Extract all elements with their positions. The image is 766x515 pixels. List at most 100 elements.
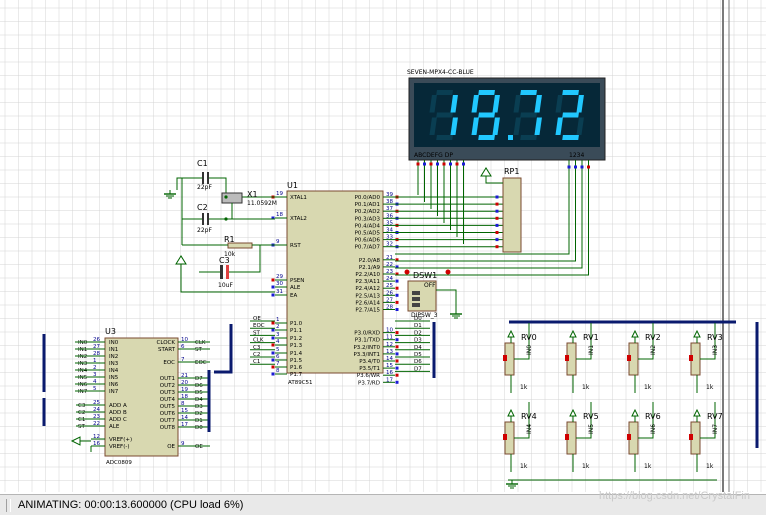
mcu-pin-state [271, 351, 275, 355]
adc-pin-number: 17 [181, 422, 188, 428]
segment-c [534, 117, 542, 135]
segment-c [450, 117, 458, 135]
mcu-body [286, 190, 384, 374]
mcu-pin-name: PSEN [290, 278, 304, 284]
adc-addr-net-label: ST [78, 424, 85, 430]
adc-pin-number: 14 [181, 415, 188, 421]
adc-in-net-label: IN6 [78, 382, 88, 388]
adc-pin-number: 9 [181, 441, 185, 447]
mcu-pin-name: XTAL2 [290, 216, 307, 222]
pot-wiper-wire [638, 323, 654, 360]
mcu-pin-name: P2.4/A12 [355, 286, 380, 292]
resistor-body [227, 242, 253, 249]
display-pin-state [429, 162, 433, 166]
vref-power-symbol [70, 436, 81, 446]
pot-value: 1k [706, 384, 714, 391]
pot-net-label: IN4 [526, 424, 533, 434]
adc-pin-number: 19 [181, 387, 188, 393]
mcu-pin-state [395, 300, 399, 304]
cap-c2-ref: C2 [197, 203, 208, 212]
pot-net-label: IN5 [588, 424, 595, 434]
resistor-ref: R1 [224, 235, 235, 244]
mcu-model: AT89C51 [288, 380, 313, 386]
mcu-pin-state [395, 352, 399, 356]
mcu-pin-name: ALE [290, 285, 301, 291]
display-digit-4 [555, 90, 584, 140]
mcu-pin-name: P0.5/AD5 [355, 231, 381, 237]
mcu-pin-name: P2.0/A8 [359, 258, 381, 264]
adc-pin-number: 26 [93, 337, 100, 343]
mcu-pin-name: P1.5 [290, 358, 303, 364]
adc-pin-number: 20 [181, 380, 188, 386]
mcu-pin-name: P3.5/T1 [359, 366, 380, 372]
adc-pin-name: IN2 [109, 354, 118, 360]
ea-wire [180, 264, 275, 293]
mcu-pin-number: 38 [386, 199, 393, 205]
p1-net-label: C3 [253, 345, 261, 351]
segment-d [436, 135, 453, 140]
pot-value: 1k [706, 463, 714, 470]
mcu-pin-number: 22 [386, 262, 393, 268]
watermark: https://blog.csdn.net/CrystalFin [598, 490, 750, 502]
crystal-value: 11.0592M [247, 200, 277, 207]
pot-ref: RV3 [707, 333, 723, 342]
mcu-pin-number: 7 [276, 361, 280, 367]
rp-pin-state [495, 223, 499, 227]
junction-dot [224, 195, 228, 199]
pot-ref: RV6 [645, 412, 661, 421]
adc-pin-number: 22 [93, 421, 100, 427]
mcu-pin-name: P1.3 [290, 343, 303, 349]
mcu-pin-number: 18 [276, 212, 283, 218]
display-pin-state [416, 162, 420, 166]
segment-g [562, 112, 579, 118]
adc-pin-name: OUT7 [160, 418, 176, 424]
segment-e [513, 117, 521, 135]
mcu-pin-state [395, 359, 399, 363]
adc-right-net-label: D6 [195, 383, 203, 389]
adc-right-net-label: D1 [195, 418, 203, 424]
rp-pin-state [495, 209, 499, 213]
adc-pin-name: OUT8 [160, 425, 176, 431]
mcu-pin-name: P1.1 [290, 328, 302, 334]
adc-model: ADC0809 [106, 460, 132, 466]
mcu-pin-number: 27 [386, 297, 393, 303]
rp-pin-state [495, 245, 499, 249]
segment-f [555, 95, 563, 113]
mcu-pin-name: P3.6/WR [357, 373, 380, 379]
mcu-pin-number: 5 [276, 347, 280, 353]
adc-pin-number: 2 [93, 365, 97, 371]
pot-ref: RV2 [645, 333, 661, 342]
mcu-pin-name: EA [290, 293, 297, 299]
segment-a [562, 90, 579, 95]
mcu-pin-state [395, 331, 399, 335]
pot-value: 1k [582, 384, 590, 391]
segment-a [520, 90, 537, 95]
dipsw-model: DIPSW_3 [411, 312, 438, 319]
segment-c [492, 117, 500, 135]
adc-right-net-label: D5 [195, 390, 203, 396]
osc-wire [209, 177, 275, 198]
p1-net-label: EOC [253, 323, 265, 329]
display-pin-state [423, 162, 426, 166]
display-pin-state [449, 162, 452, 166]
mcu-pin-state [271, 343, 275, 347]
rpack-body [502, 177, 522, 253]
cap-c1-plate [207, 172, 209, 184]
cap-c2-value: 22pF [197, 227, 212, 234]
mcu-pin-state [395, 286, 399, 290]
pot-net-label: IN0 [526, 345, 533, 355]
rp-pin-state [495, 202, 499, 206]
adc-pin-number: 18 [181, 394, 188, 400]
adc-pin-number: 5 [93, 386, 97, 392]
adc-pin-name: ALE [109, 424, 120, 430]
adc-pin-name: OUT3 [160, 390, 176, 396]
mcu-pin-number: 11 [386, 335, 393, 341]
p3-net-label: D7 [414, 366, 422, 372]
mcu-pin-number: 9 [276, 239, 280, 245]
pot-wiper-state [565, 434, 569, 440]
pot-ref: RV4 [521, 412, 537, 421]
